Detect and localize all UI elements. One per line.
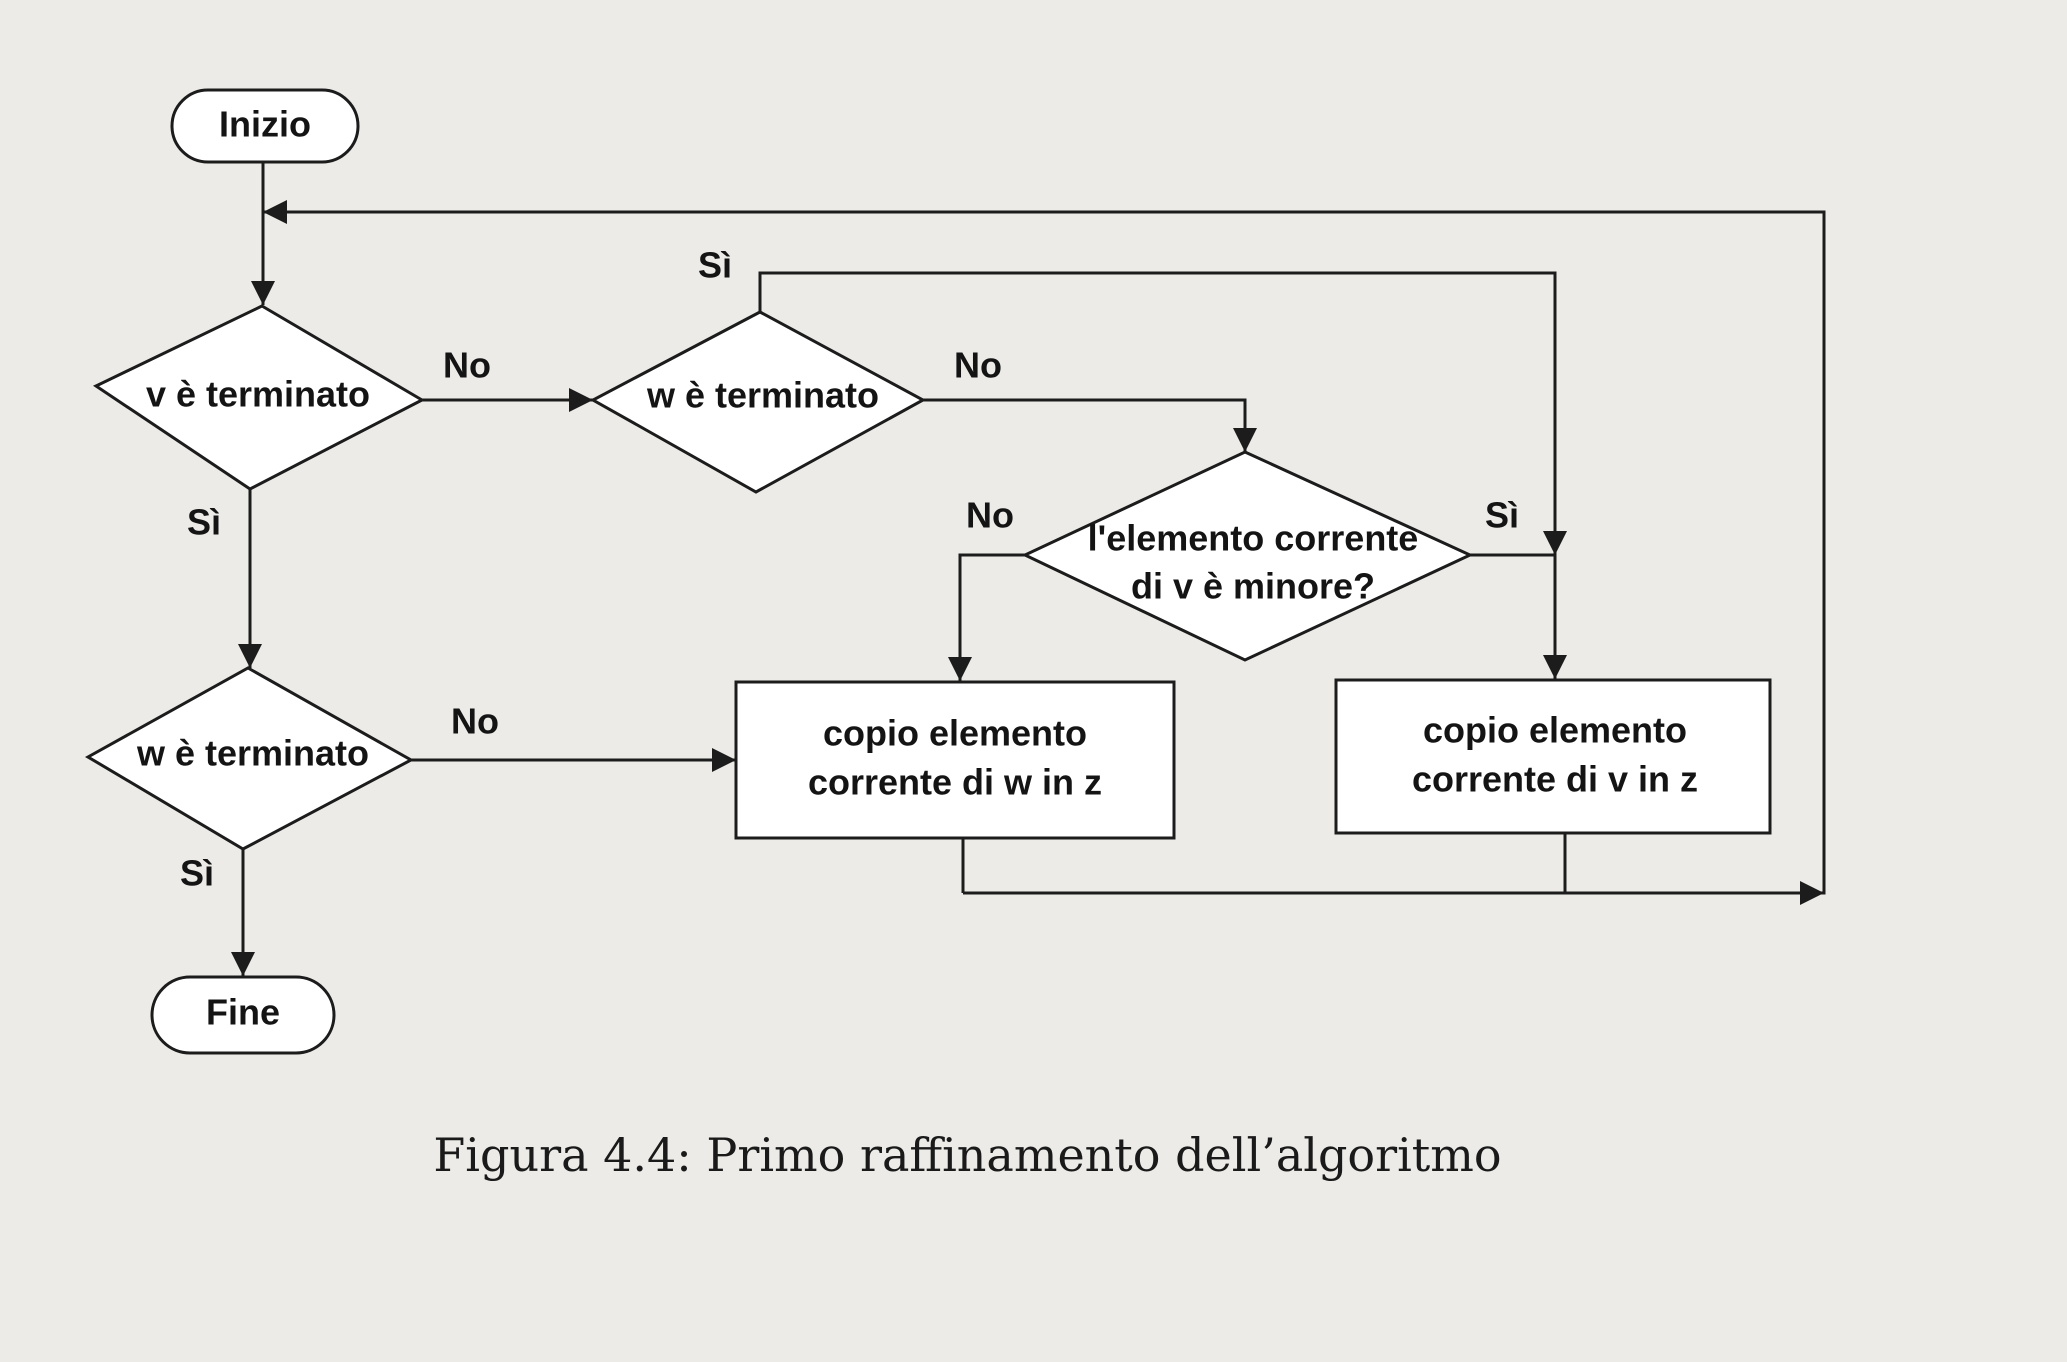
decision-v-done-label: v è terminato <box>146 374 370 415</box>
edge-w-top-no <box>923 398 1257 452</box>
label-v-done-si: Sì <box>187 502 221 543</box>
flow-edges <box>231 162 1826 976</box>
label-w-bottom-no: No <box>451 701 499 742</box>
decision-compare-label-line1: l'elemento corrente <box>1088 518 1419 559</box>
figure-caption: Figura 4.4: Primo raffinamento dell’algo… <box>433 1128 1502 1182</box>
label-w-top-no: No <box>954 345 1002 386</box>
edge-w-top-si <box>758 271 1567 555</box>
label-compare-si: Sì <box>1485 495 1519 536</box>
label-w-top-si: Sì <box>698 245 732 286</box>
decision-v-done: v è terminato <box>92 304 426 491</box>
decision-w-done-top-label: w è terminato <box>646 375 879 416</box>
label-compare-no: No <box>966 495 1014 536</box>
process-copy-v-line2: corrente di v in z <box>1412 759 1698 800</box>
decision-w-done-top: w è terminato <box>589 310 927 494</box>
edge-compare-no <box>948 553 1025 681</box>
label-v-done-no: No <box>443 345 491 386</box>
label-w-bottom-si: Sì <box>180 853 214 894</box>
decision-compare-label-line2: di v è minore? <box>1131 566 1375 607</box>
decision-w-done-bottom-label: w è terminato <box>136 733 369 774</box>
end-node: Fine <box>150 975 336 1055</box>
end-label: Fine <box>206 992 280 1033</box>
decision-compare: l'elemento corrente di v è minore? <box>1021 450 1474 662</box>
start-node: Inizio <box>170 88 360 164</box>
process-copy-v-line1: copio elemento <box>1423 710 1687 751</box>
edge-compare-si <box>1470 553 1567 679</box>
process-copy-w: copio elemento corrente di w in z <box>734 680 1176 840</box>
process-copy-v: copio elemento corrente di v in z <box>1334 678 1772 835</box>
edge-labels: No Sì Sì No No Sì No Sì <box>180 245 1519 894</box>
start-label: Inizio <box>219 104 311 145</box>
process-copy-w-line1: copio elemento <box>823 713 1087 754</box>
process-copy-w-line2: corrente di w in z <box>808 762 1102 803</box>
decision-w-done-bottom: w è terminato <box>84 666 415 851</box>
